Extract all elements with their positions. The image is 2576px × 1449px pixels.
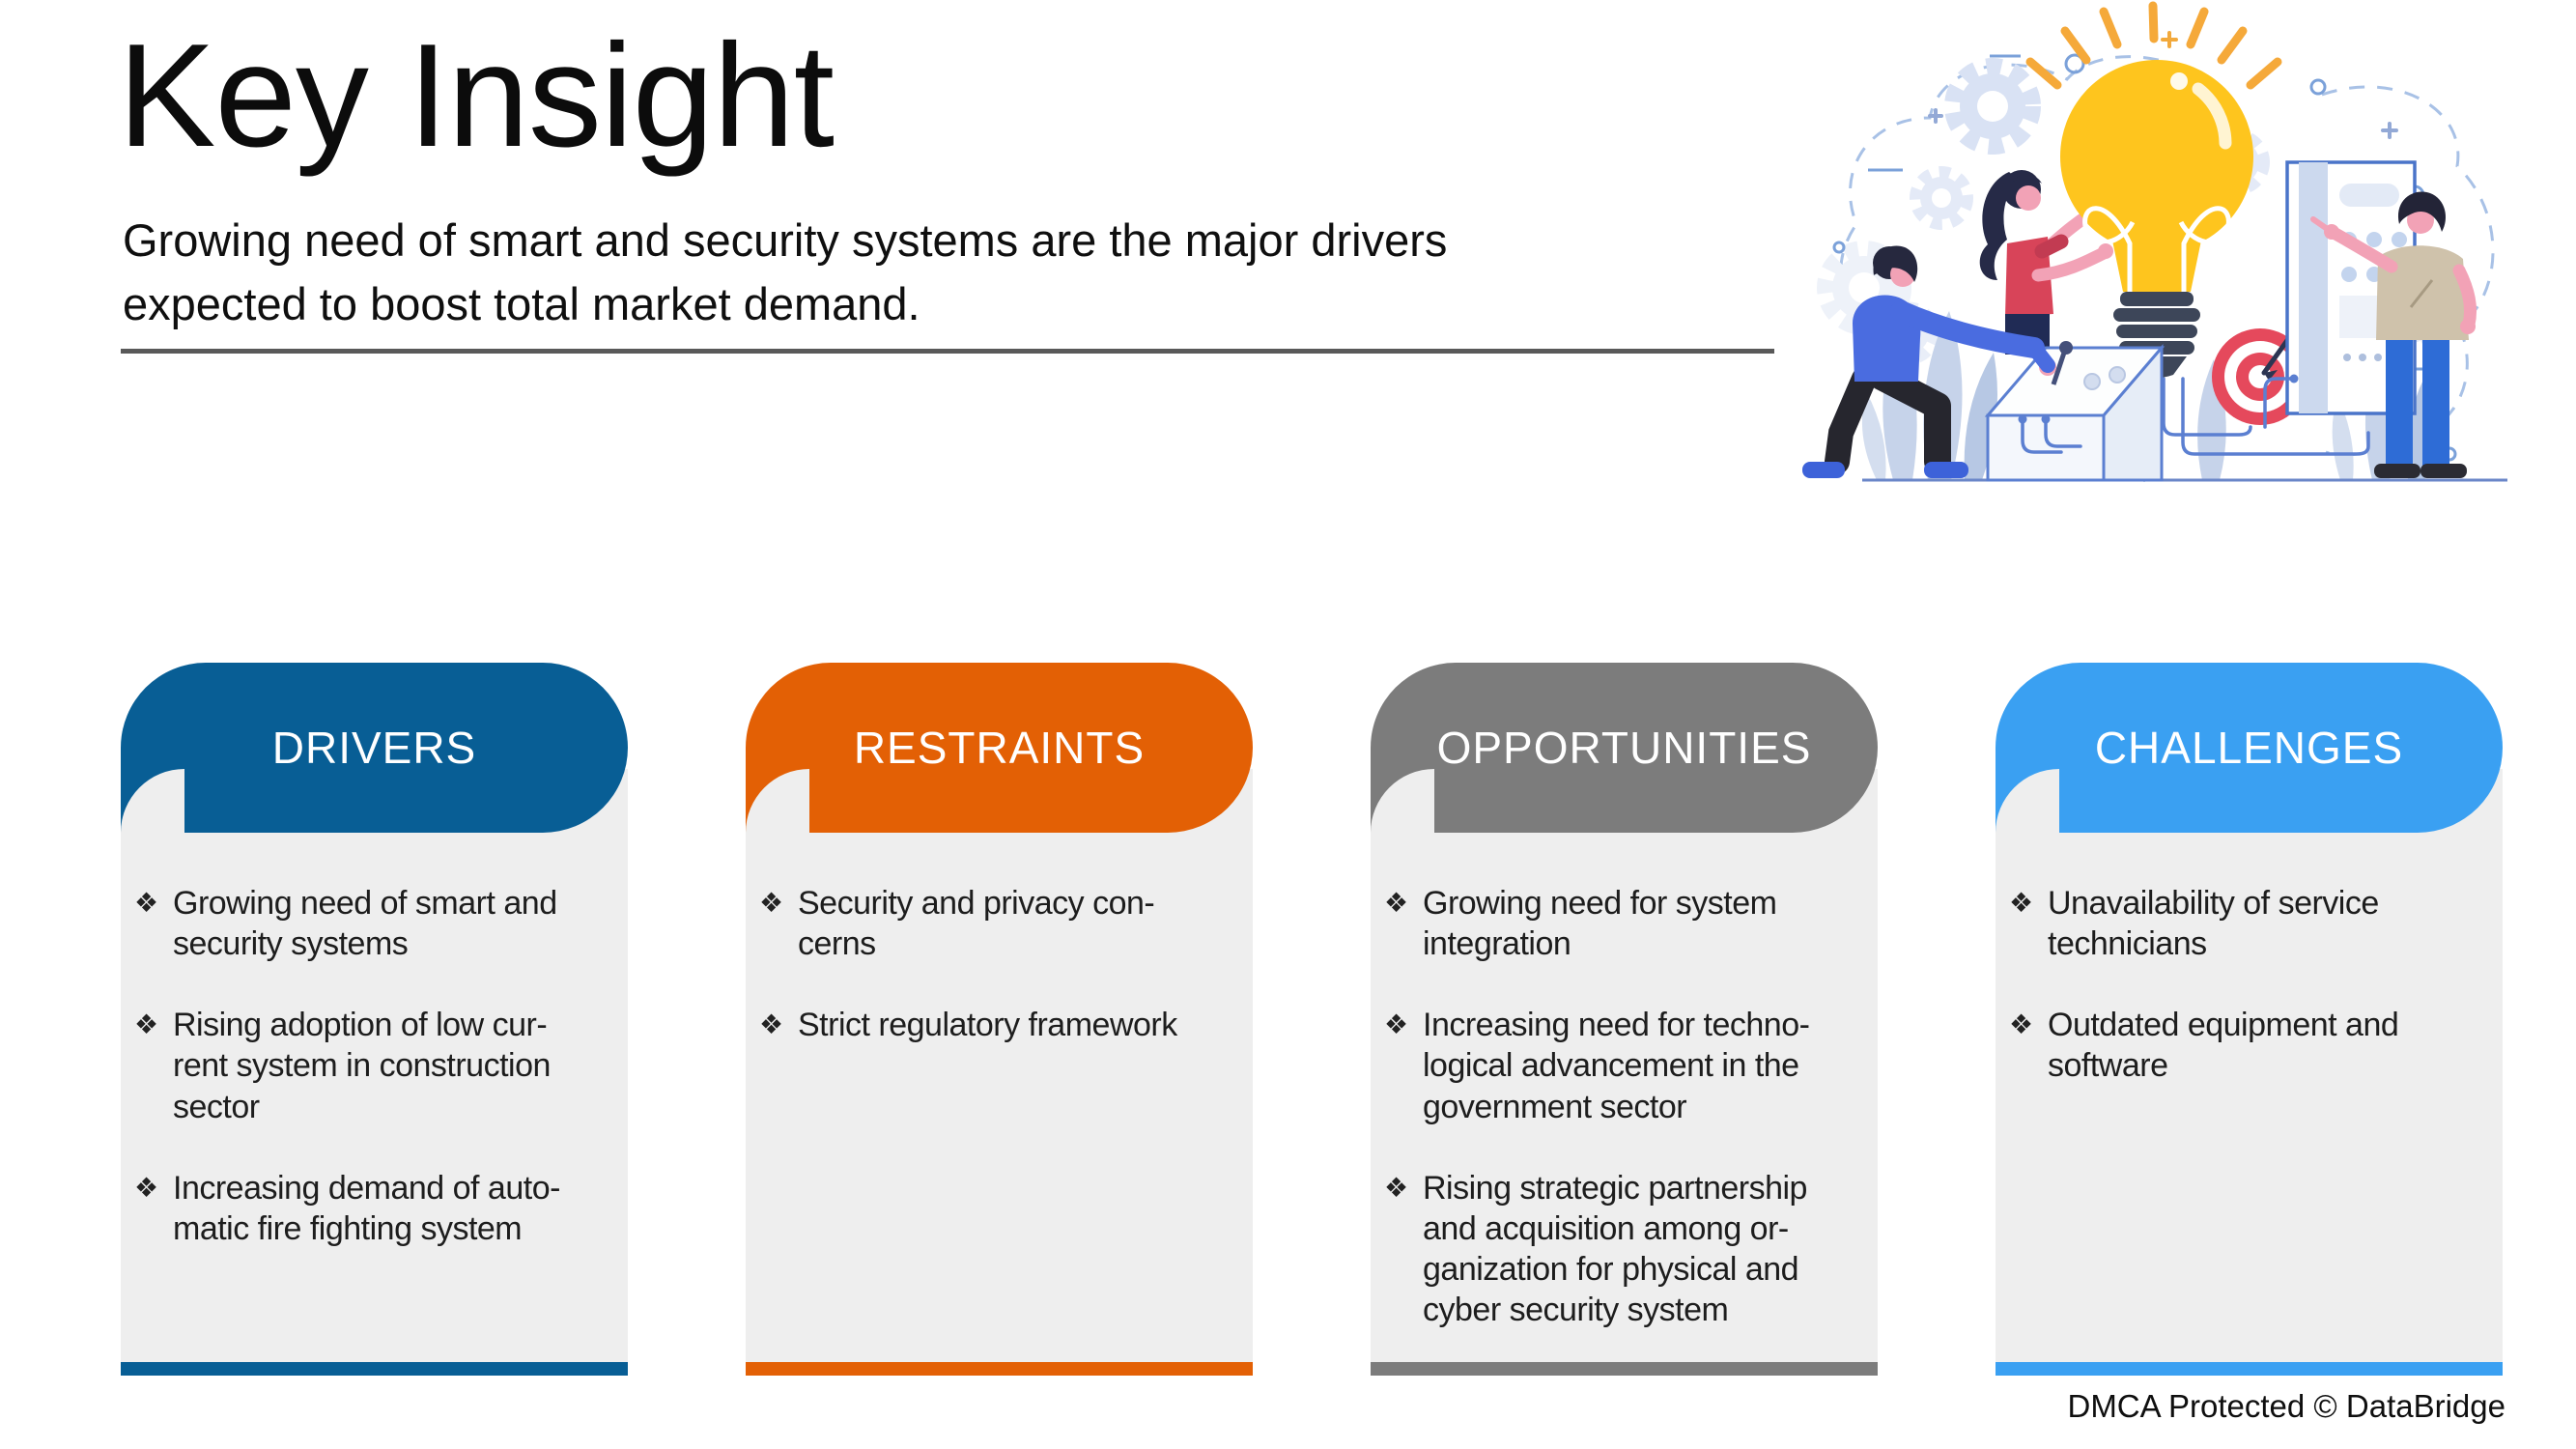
bullet-text: Rising strategic partnership and acquisi… (1423, 1169, 1807, 1329)
card-accent-bar (1996, 1362, 2503, 1376)
card-restraints-header: RESTRAINTS (746, 663, 1253, 833)
card-restraints-body: ❖ Security and privacy con- cerns ❖ Strict… (746, 769, 1253, 1362)
diamond-bullet-icon: ❖ (759, 888, 784, 918)
bullet-text: Outdated equipment and software (2048, 1007, 2399, 1085)
bullet-text: Rising adoption of low cur- rent system … (173, 1007, 551, 1125)
list-item: ❖ Security and privacy con- cerns (759, 883, 1237, 964)
card-drivers-header: DRIVERS (121, 663, 628, 833)
challenges-list: ❖ Unavailability of service technicians ❖… (2009, 883, 2487, 1087)
list-item: ❖ Growing need for system integration (1384, 883, 1862, 964)
card-opportunities-header: OPPORTUNITIES (1371, 663, 1878, 833)
card-challenges-header: CHALLENGES (1996, 663, 2503, 833)
dmca-watermark: DMCA Protected © DataBridge (2067, 1388, 2505, 1424)
card-challenges-body: ❖ Unavailability of service technicians ❖… (1996, 769, 2503, 1362)
list-item: ❖ Increasing demand of auto- matic fire f… (134, 1168, 612, 1249)
bullet-text: Unavailability of service technicians (2048, 885, 2379, 963)
control-console (1984, 341, 2166, 482)
diamond-bullet-icon: ❖ (1384, 1009, 1409, 1040)
bullet-text: Increasing need for techno- logical adva… (1423, 1007, 1810, 1125)
kneeling-man (1802, 245, 2056, 478)
diamond-bullet-icon: ❖ (1384, 1172, 1409, 1203)
card-opportunities: ❖ Growing need for system integration ❖ In… (1371, 663, 1878, 1376)
bullet-text: Increasing demand of auto- matic fire fi… (173, 1169, 560, 1247)
diamond-bullet-icon: ❖ (134, 1009, 159, 1040)
card-drivers-body: ❖ Growing need of smart and security syst… (121, 769, 628, 1362)
opportunities-list: ❖ Growing need for system integration ❖ In… (1384, 883, 1862, 1330)
list-item: ❖ Growing need of smart and security syst… (134, 883, 612, 964)
page-title: Key Insight (118, 14, 835, 178)
bullet-text: Security and privacy con- cerns (798, 885, 1155, 963)
card-header-label: CHALLENGES (2094, 723, 2404, 773)
card-drivers: ❖ Growing need of smart and security syst… (121, 663, 628, 1376)
card-challenges: ❖ Unavailability of service technicians ❖… (1996, 663, 2503, 1376)
card-header-label: DRIVERS (271, 723, 477, 773)
diamond-bullet-icon: ❖ (759, 1009, 784, 1040)
card-accent-bar (746, 1362, 1253, 1376)
card-accent-bar (121, 1362, 628, 1376)
diamond-bullet-icon: ❖ (134, 1172, 159, 1203)
diamond-bullet-icon: ❖ (134, 888, 159, 918)
card-opportunities-body: ❖ Growing need for system integration ❖ In… (1371, 769, 1878, 1362)
list-item: ❖ Increasing need for techno- logical adv… (1384, 1005, 1862, 1126)
list-item: ❖ Rising adoption of low cur- rent system… (134, 1005, 612, 1126)
title-divider (121, 349, 1774, 354)
list-item: ❖ Outdated equipment and software (2009, 1005, 2487, 1086)
restraints-list: ❖ Security and privacy con- cerns ❖ Strict… (759, 883, 1237, 1045)
page-subtitle: Growing need of smart and security syste… (123, 214, 1448, 329)
swot-cards: ❖ Growing need of smart and security syst… (121, 663, 2503, 1376)
card-restraints: ❖ Security and privacy con- cerns ❖ Strict… (746, 663, 1253, 1376)
diamond-bullet-icon: ❖ (2009, 1009, 2034, 1040)
card-header-label: RESTRAINTS (853, 723, 1146, 773)
lightbulb-icon (2025, 1, 2282, 378)
diamond-bullet-icon: ❖ (2009, 888, 2034, 918)
card-header-label: OPPORTUNITIES (1436, 723, 1812, 773)
bullet-text: Growing need of smart and security syste… (173, 885, 557, 963)
teamwork-lightbulb-illustration (1802, 1, 2507, 482)
bullet-text: Strict regulatory framework (798, 1007, 1177, 1044)
list-item: ❖ Strict regulatory framework (759, 1005, 1237, 1045)
bullet-text: Growing need for system integration (1423, 885, 1777, 963)
list-item: ❖ Rising strategic partnership and acquis… (1384, 1168, 1862, 1331)
man-pointing (2310, 191, 2477, 478)
card-accent-bar (1371, 1362, 1878, 1376)
woman-front-arm (2031, 243, 2113, 282)
drivers-list: ❖ Growing need of smart and security syst… (134, 883, 612, 1249)
list-item: ❖ Unavailability of service technicians (2009, 883, 2487, 964)
diamond-bullet-icon: ❖ (1384, 888, 1409, 918)
